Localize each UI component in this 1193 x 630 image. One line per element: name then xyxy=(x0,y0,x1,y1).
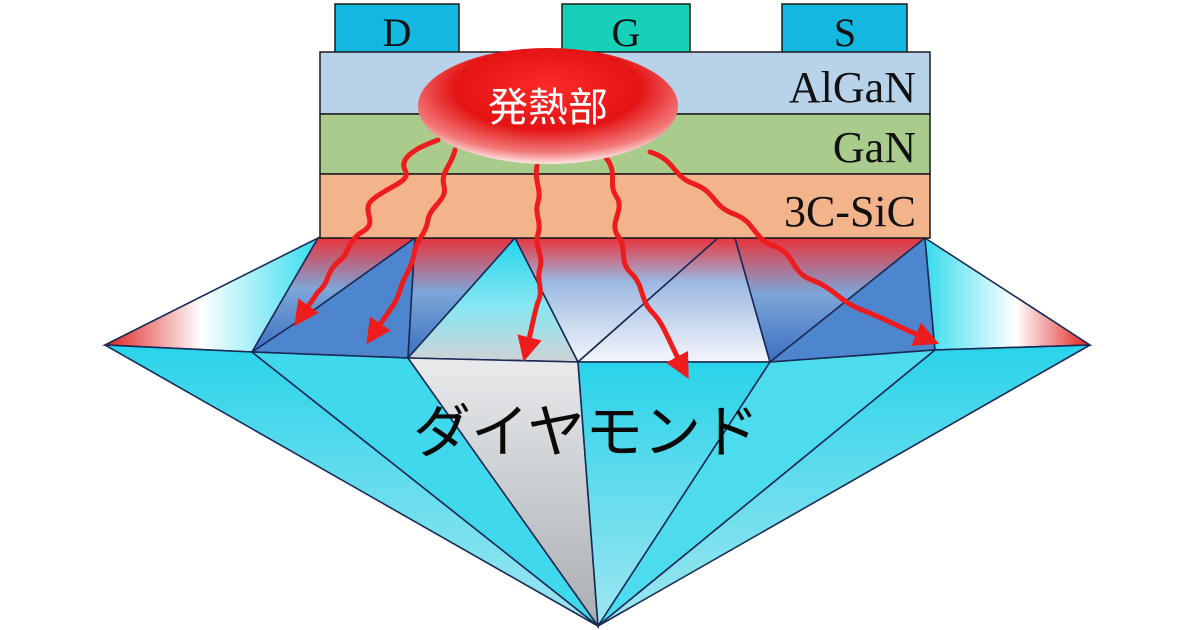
heat-flow-arrow xyxy=(366,147,458,345)
layer-algan-label: AlGaN xyxy=(789,63,916,112)
heat-flow-arrow xyxy=(603,155,689,379)
heat-flow-arrows xyxy=(294,137,940,379)
heat-source-label: 発熱部 xyxy=(488,85,608,131)
electrode-drain-label: D xyxy=(383,10,412,55)
electrode-drain: D xyxy=(334,3,460,55)
electrode-gate: G xyxy=(561,3,691,55)
electrode-source-label: S xyxy=(834,10,856,55)
heat-flow-arrow xyxy=(647,149,940,346)
diamond-substrate xyxy=(101,236,1093,629)
electrode-gate-label: G xyxy=(612,10,641,55)
diamond-crown-facet xyxy=(924,236,1093,351)
diamond-pavilion-facet xyxy=(597,344,1091,627)
heat-flow-arrow xyxy=(517,163,544,362)
layer-3c-sic: 3C-SiC xyxy=(319,173,931,239)
electrode-source: S xyxy=(781,3,908,55)
heat-flow-arrow xyxy=(294,137,441,327)
layer-3c-sic-label: 3C-SiC xyxy=(784,187,916,236)
layer-gan-label: GaN xyxy=(833,123,916,172)
heat-source: 発熱部 xyxy=(418,48,678,164)
diamond-label: ダイヤモンド xyxy=(413,398,759,466)
